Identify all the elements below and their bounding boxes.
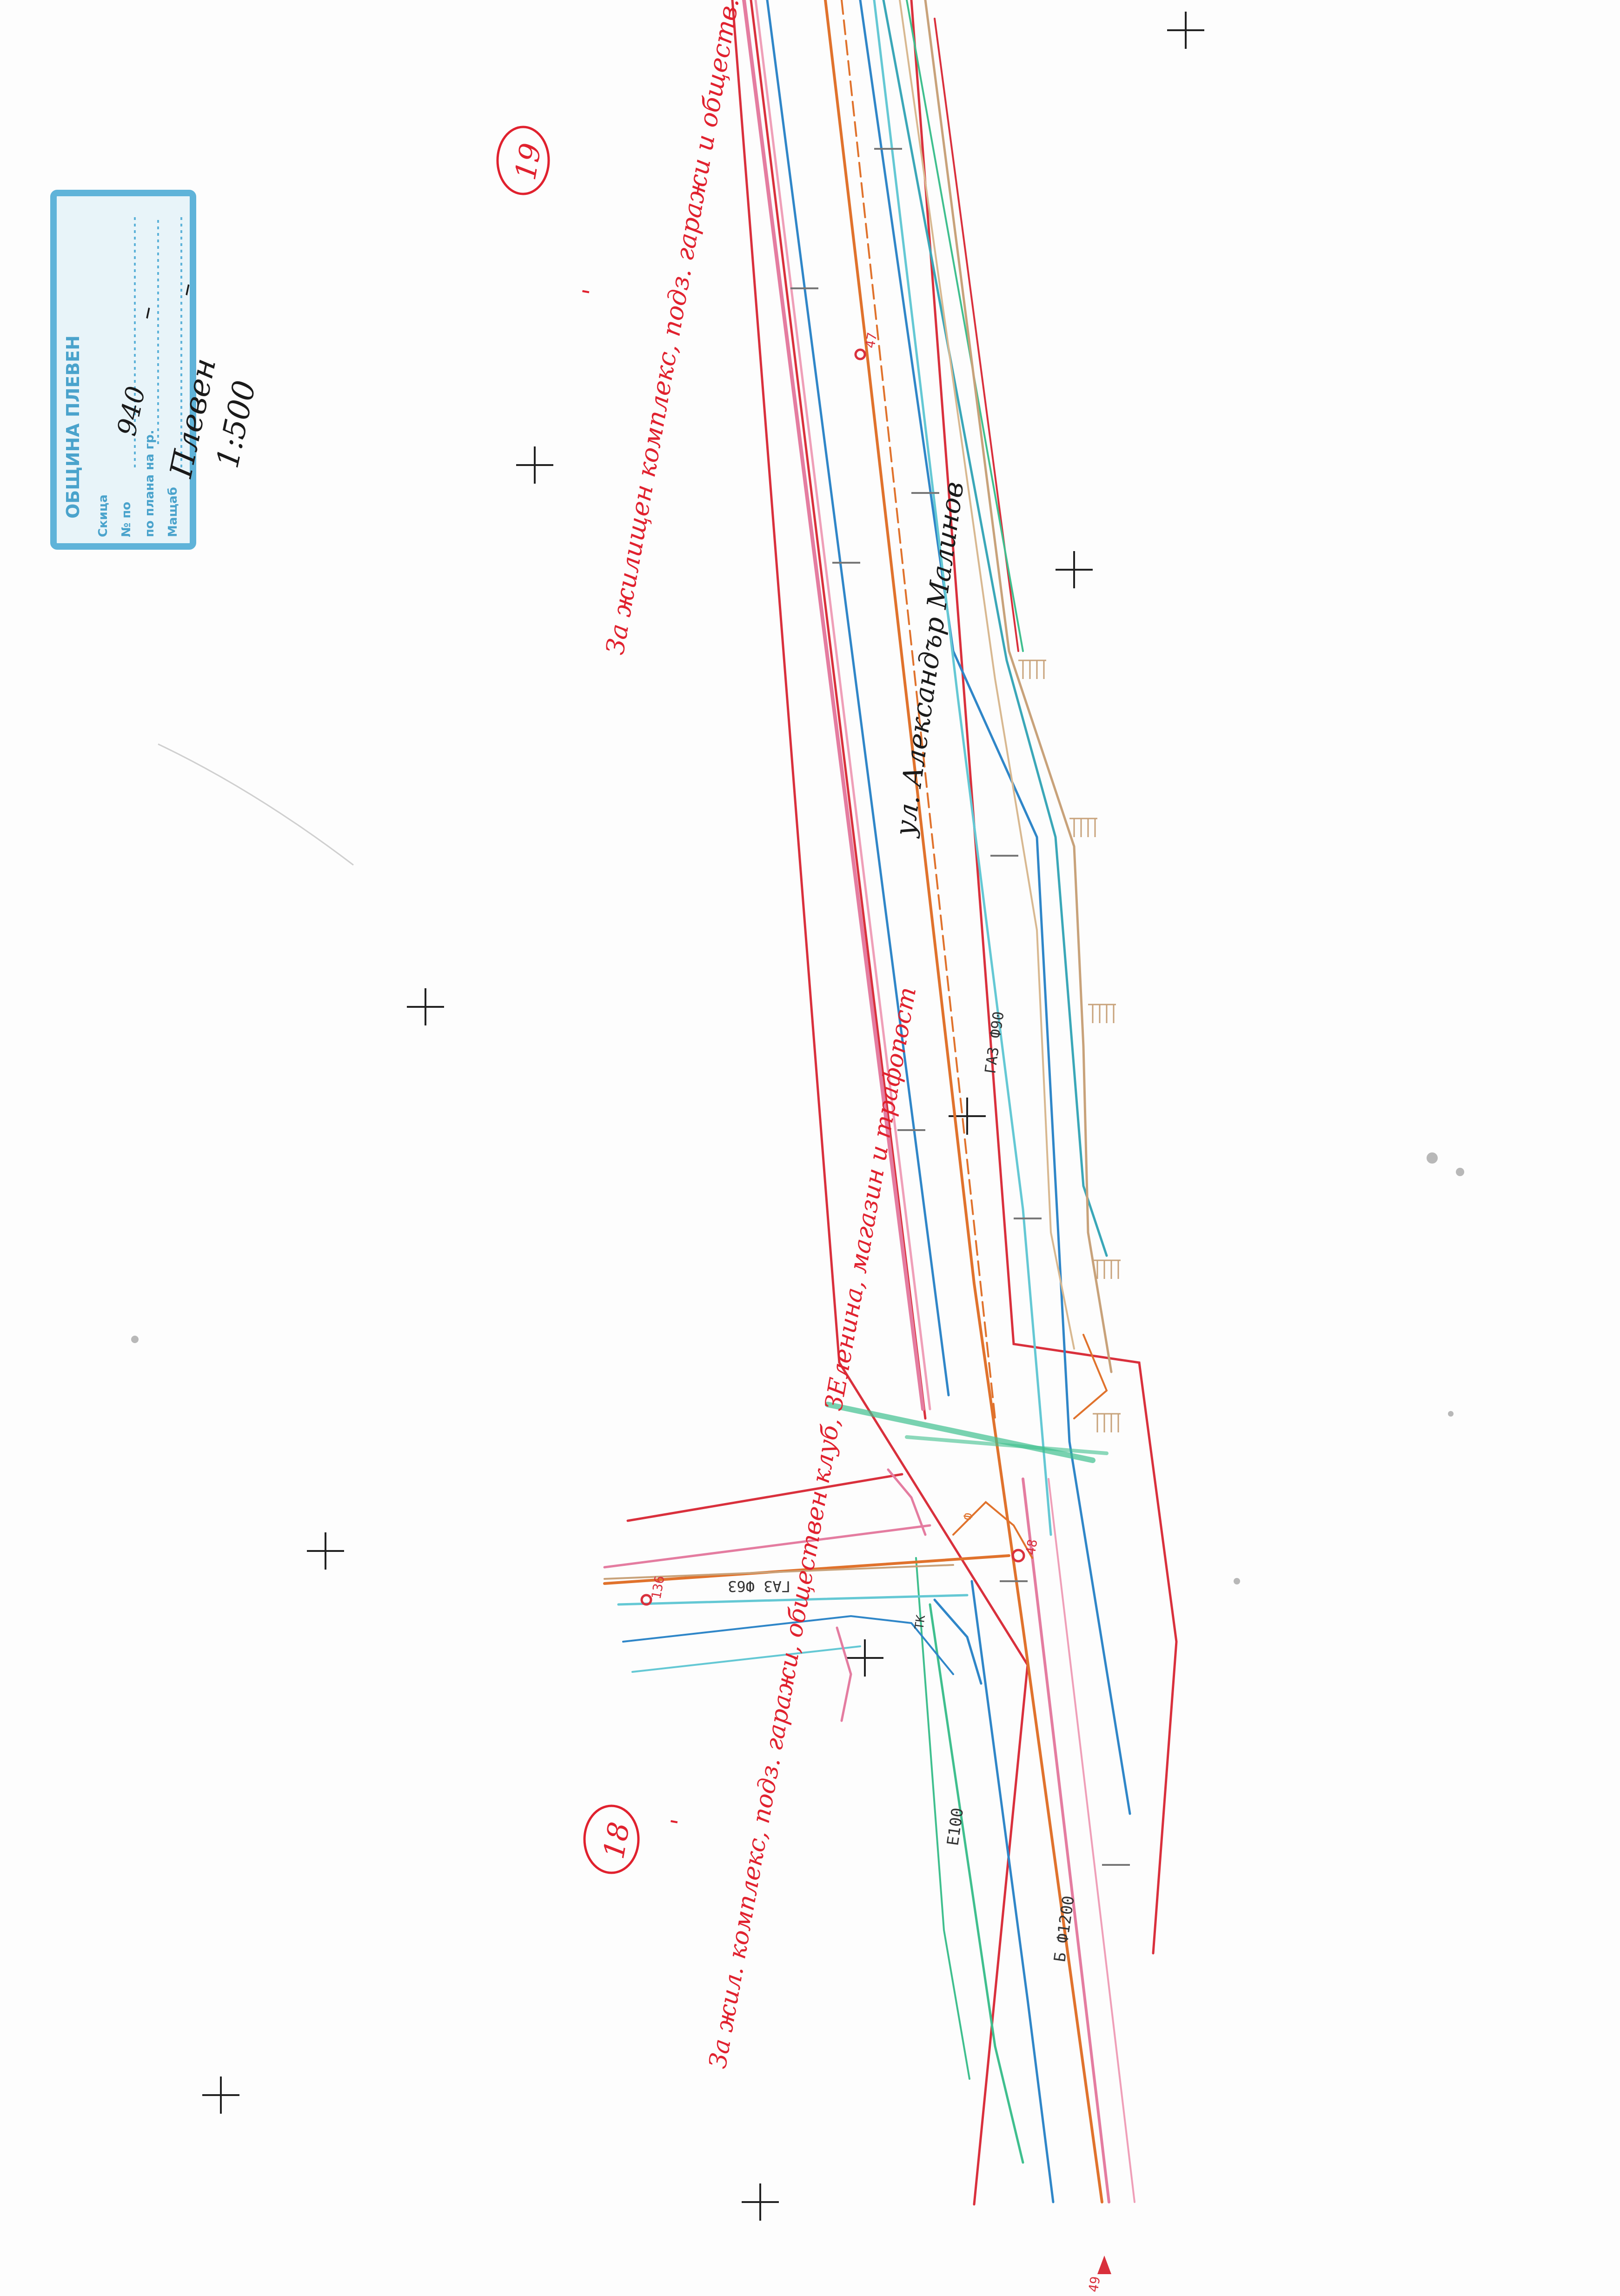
grid-cross <box>846 1639 883 1677</box>
street-corridor <box>731 0 1178 2206</box>
grid-cross <box>1056 551 1093 588</box>
red-jog <box>836 1626 852 1722</box>
cyan-line <box>882 0 1108 1257</box>
street-edge <box>1048 1478 1135 2203</box>
utility-label-phi: Ф <box>961 1512 976 1521</box>
zone-number: 18 <box>597 1819 637 1861</box>
gas-line <box>604 1564 954 1580</box>
regulation-line <box>731 0 1029 2206</box>
zone-description: За жилищен комплекс, подз. гаражи и обще… <box>600 0 775 657</box>
stamp-value-scale: 1:500 <box>209 377 263 471</box>
zone-tick: ' <box>665 1817 696 1829</box>
green-line <box>905 1435 1109 1455</box>
grid-cross <box>202 2076 239 2114</box>
water-line <box>622 1615 954 1675</box>
municipal-stamp: ОБЩИНА ПЛЕВЕН Скица № по по плана на гр.… <box>50 190 196 550</box>
water-line <box>766 0 950 1397</box>
gas-line <box>603 1554 1010 1585</box>
stamp-header: ОБЩИНА ПЛЕВЕН <box>63 335 83 519</box>
slope-hatches <box>1018 659 1121 1432</box>
side-street <box>603 1334 1109 1722</box>
regulation-line <box>750 0 927 1420</box>
gas-line <box>841 0 996 1419</box>
tan-line <box>899 0 1075 1350</box>
grid-crosses <box>202 12 1204 2221</box>
street-edge <box>754 0 931 1411</box>
street-edge <box>603 1524 931 1569</box>
street-edge <box>1022 1477 1110 2203</box>
grid-cross <box>307 1532 344 1570</box>
tan-line <box>924 0 1113 1373</box>
survey-point-136 <box>640 1594 652 1606</box>
gas-branch <box>952 1501 1033 1559</box>
stamp-field-label-4: Мащаб <box>166 487 180 537</box>
regulation-line <box>910 0 1178 1955</box>
point-label-48: 48 <box>1022 1538 1040 1556</box>
cyan-line <box>631 1645 861 1673</box>
zone-number-circle <box>583 1804 640 1874</box>
utility-label-sewer: Б Ф1200 <box>1050 1895 1078 1963</box>
utility-label-gas-63: ГАЗ Ф63 <box>728 1577 790 1595</box>
street-curb <box>933 1598 983 1685</box>
zone-19: 19 За жилищен комплекс, подз. гаражи и о… <box>496 0 775 657</box>
arrow-49 <box>1097 2256 1111 2274</box>
point-label-49: 49 <box>1085 2275 1103 2293</box>
point-label-47: 47 <box>862 331 880 349</box>
green-line <box>906 0 1024 652</box>
zone-number-circle <box>496 126 550 195</box>
water-line <box>859 0 1131 1815</box>
utility-label-telecom: ТК <box>912 1614 928 1630</box>
stamp-field-label-3: по плана на гр. <box>143 430 157 537</box>
zone-number: 19 <box>508 140 548 182</box>
stamp-field-label-1: Скица <box>96 494 110 537</box>
pencil-mark <box>158 743 354 866</box>
water-line <box>970 1580 1055 2203</box>
grid-cross <box>407 988 444 1025</box>
survey-points <box>640 348 1025 1606</box>
grid-cross <box>516 446 553 484</box>
street-curb <box>887 1468 927 1536</box>
stamp-field-label-2: № по <box>120 502 133 537</box>
gas-branch <box>1073 1334 1108 1419</box>
point-label-136: 136 <box>648 1575 667 1601</box>
grid-cross <box>1167 12 1204 49</box>
zone-18: 18 За жил. комплекс, подз. гаражи, общес… <box>583 985 922 2070</box>
zone-description: За жил. комплекс, подз. гаражи, обществе… <box>704 985 922 2070</box>
cyan-line <box>617 1594 969 1606</box>
scan-specks <box>131 1152 1464 1584</box>
zone-tick: ' <box>577 287 607 299</box>
green-line <box>825 1402 1095 1463</box>
street-poles <box>790 148 1130 1866</box>
street-edge <box>742 0 925 1411</box>
gas-line <box>824 0 1103 2203</box>
green-line <box>929 1603 1024 2164</box>
cyan-line <box>873 0 1052 1536</box>
green-line <box>915 1557 970 2080</box>
survey-point-48 <box>1011 1549 1025 1563</box>
survey-point-47 <box>854 348 866 360</box>
grid-cross <box>742 2183 779 2221</box>
regulation-line <box>626 1473 903 1522</box>
